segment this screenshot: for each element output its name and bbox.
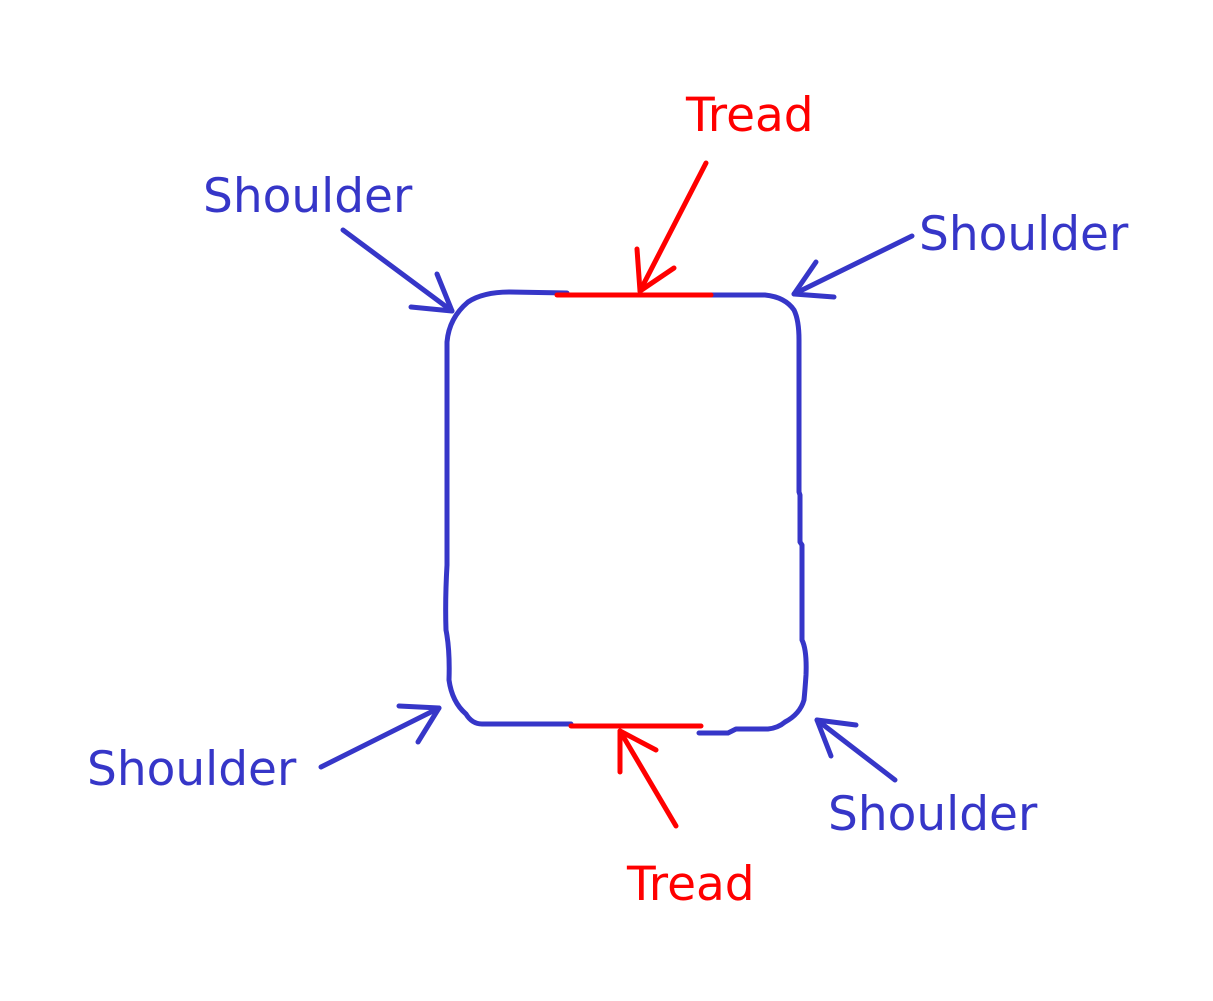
arrow-shoulder-bottom-right — [814, 717, 898, 783]
label-shoulder-top-right: Shoulder — [919, 207, 1129, 262]
arrow-tread-bottom — [617, 728, 679, 829]
tire-outline-right — [696, 292, 809, 736]
label-shoulder-bottom-right: Shoulder — [828, 787, 1038, 842]
arrow-shoulder-top-right — [791, 233, 915, 300]
arrow-shoulder-bottom-left — [318, 703, 442, 770]
label-shoulder-top-left: Shoulder — [203, 169, 413, 224]
label-tread-top: Tread — [685, 88, 814, 143]
arrow-tread-top — [634, 160, 709, 294]
label-shoulder-bottom-left: Shoulder — [87, 742, 297, 797]
tire-outline — [443, 289, 574, 727]
label-tread-bottom: Tread — [626, 857, 755, 912]
arrow-shoulder-top-left — [340, 227, 455, 314]
